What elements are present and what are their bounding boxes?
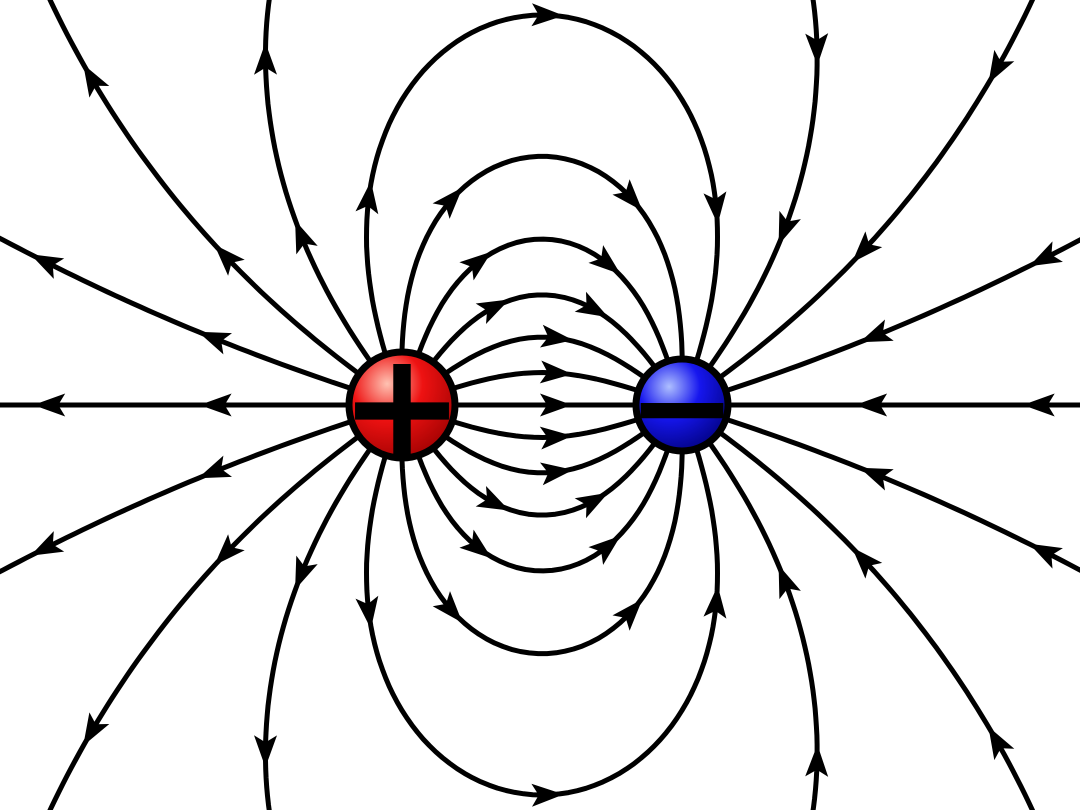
field-direction-arrowhead-icon: [83, 712, 110, 746]
field-direction-arrowhead-icon: [475, 486, 510, 511]
field-direction-arrowhead-icon: [859, 467, 894, 491]
field-direction-arrowhead-icon: [574, 291, 609, 318]
field-direction-arrowhead-icon: [574, 492, 609, 519]
field-line: [708, 0, 820, 368]
field-direction-arrowhead-icon: [805, 33, 829, 66]
positive-charge-body: [345, 348, 459, 462]
field-direction-arrowhead-icon: [214, 244, 245, 276]
field-direction-arrowhead-icon: [612, 179, 643, 211]
field-direction-arrowhead-icon: [254, 42, 277, 75]
field-direction-arrowhead-icon: [855, 393, 888, 417]
field-line: [453, 416, 641, 440]
field-direction-arrowhead-icon: [30, 254, 65, 279]
negative-charge: −: [627, 330, 738, 484]
minus-symbol: −: [627, 330, 738, 484]
field-direction-arrowhead-icon: [1022, 393, 1055, 417]
field-direction-arrowhead-icon: [198, 455, 232, 479]
field-direction-arrowhead-icon: [199, 393, 232, 417]
field-direction-arrowhead-icon: [475, 299, 510, 324]
field-line: [708, 442, 820, 810]
field-direction-arrowhead-icon: [852, 231, 883, 263]
field-direction-arrowhead-icon: [540, 393, 572, 417]
field-direction-arrowhead-icon: [459, 529, 492, 559]
field-direction-arrowhead-icon: [295, 220, 318, 255]
field-direction-arrowhead-icon: [432, 591, 463, 623]
field-direction-arrowhead-icon: [988, 726, 1015, 761]
field-direction-arrowhead-icon: [539, 426, 573, 450]
field-line: [263, 0, 372, 362]
field-direction-arrowhead-icon: [214, 534, 245, 566]
field-direction-arrowhead-icon: [30, 531, 65, 556]
field-direction-arrowhead-icon: [33, 393, 66, 417]
field-line: [719, 431, 1036, 810]
field-line: [263, 448, 372, 810]
field-direction-arrowhead-icon: [588, 535, 621, 565]
field-direction-arrowhead-icon: [254, 735, 277, 768]
field-line: [416, 236, 672, 365]
field-line: [726, 237, 1080, 393]
field-direction-arrowhead-icon: [852, 547, 883, 579]
field-direction-arrowhead-icon: [540, 462, 574, 486]
field-line: [47, 435, 359, 810]
field-direction-arrowhead-icon: [198, 331, 232, 355]
field-line: [432, 292, 659, 372]
field-line: [399, 153, 685, 361]
field-direction-arrowhead-icon: [1029, 241, 1063, 267]
field-direction-arrowhead-icon: [295, 555, 318, 590]
field-direction-arrowhead-icon: [539, 360, 573, 384]
plus-symbol: +: [339, 320, 465, 494]
field-line: [0, 419, 351, 575]
field-line: [0, 235, 351, 391]
field-direction-arrowhead-icon: [531, 3, 564, 27]
field-direction-arrowhead-icon: [778, 565, 801, 600]
field-line: [726, 417, 1080, 573]
field-direction-arrowhead-icon: [588, 245, 621, 275]
field-direction-arrowhead-icon: [778, 210, 801, 245]
field-line: [47, 0, 359, 375]
field-direction-arrowhead-icon: [83, 64, 110, 98]
field-direction-arrowhead-icon: [1029, 543, 1063, 569]
field-direction-arrowhead-icon: [703, 585, 727, 619]
field-line: [445, 430, 647, 476]
field-direction-arrowhead-icon: [540, 324, 574, 348]
field-direction-arrowhead-icon: [703, 191, 727, 225]
negative-charge-body: [632, 355, 732, 455]
field-line: [432, 438, 659, 518]
field-arrows-layer: [30, 3, 1063, 807]
field-line: [445, 334, 647, 380]
positive-charge: +: [339, 320, 465, 494]
field-direction-arrowhead-icon: [612, 599, 643, 631]
field-direction-arrowhead-icon: [432, 187, 463, 219]
field-line: [453, 370, 641, 394]
field-direction-arrowhead-icon: [459, 251, 492, 281]
field-direction-arrowhead-icon: [531, 783, 564, 807]
field-direction-arrowhead-icon: [859, 319, 894, 343]
field-direction-arrowhead-icon: [355, 595, 379, 629]
field-line: [416, 445, 672, 574]
field-line: [399, 449, 685, 657]
field-direction-arrowhead-icon: [805, 744, 829, 777]
field-direction-arrowhead-icon: [988, 49, 1015, 84]
field-direction-arrowhead-icon: [355, 181, 379, 215]
field-line: [719, 0, 1036, 379]
